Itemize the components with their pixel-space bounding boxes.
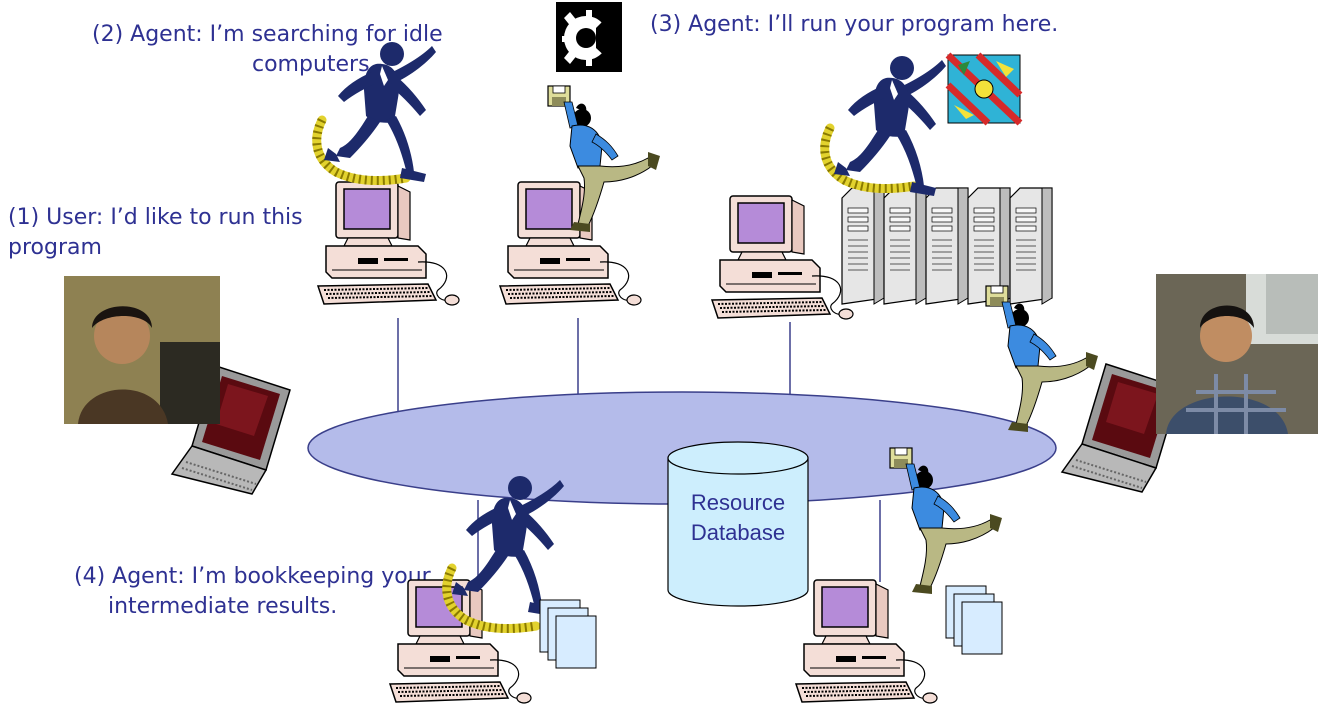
resource-database-cylinder — [667, 441, 809, 607]
caption-run: (3) Agent: I’ll run your program here. — [650, 10, 1058, 40]
caption-run-line1: (3) Agent: I’ll run your program here. — [650, 12, 1059, 37]
desktop-computer-icon — [795, 579, 938, 704]
database-label-line2: Database — [691, 520, 785, 545]
user-figure-icon — [985, 285, 1099, 433]
caption-search-line1: (2) Agent: I’m searching for idle — [92, 22, 443, 47]
caption-user: (1) User: I’d like to run this program — [8, 203, 303, 263]
caption-bookkeeping: (4) Agent: I’m bookkeeping your intermed… — [74, 562, 431, 622]
desktop-computer-icon — [711, 195, 854, 320]
running-agent-icon — [834, 56, 946, 196]
desktop-computer-icon — [499, 181, 642, 306]
user-photo-2 — [1156, 274, 1318, 434]
user-photo — [64, 276, 220, 424]
desktop-computer-icon — [389, 579, 532, 704]
caption-user-line2: program — [8, 235, 102, 260]
desktop-computer-icon — [317, 181, 460, 306]
document-stack-icon — [539, 599, 597, 669]
network-links — [397, 318, 881, 582]
gear-puzzle-icon — [945, 52, 1023, 126]
caption-bookkeeping-line1: (4) Agent: I’m bookkeeping your — [74, 564, 431, 589]
gear-icon — [556, 2, 622, 72]
running-agent-icon — [324, 42, 436, 182]
caption-search-line2: computers. — [252, 52, 377, 77]
document-stack-icon — [945, 585, 1003, 655]
caption-user-line1: (1) User: I’d like to run this — [8, 205, 303, 230]
caption-bookkeeping-line2: intermediate results. — [108, 594, 338, 619]
caption-search: (2) Agent: I’m searching for idle comput… — [92, 20, 443, 80]
database-label-line1: Resource — [691, 490, 785, 515]
server-rack-icon — [841, 187, 1053, 305]
